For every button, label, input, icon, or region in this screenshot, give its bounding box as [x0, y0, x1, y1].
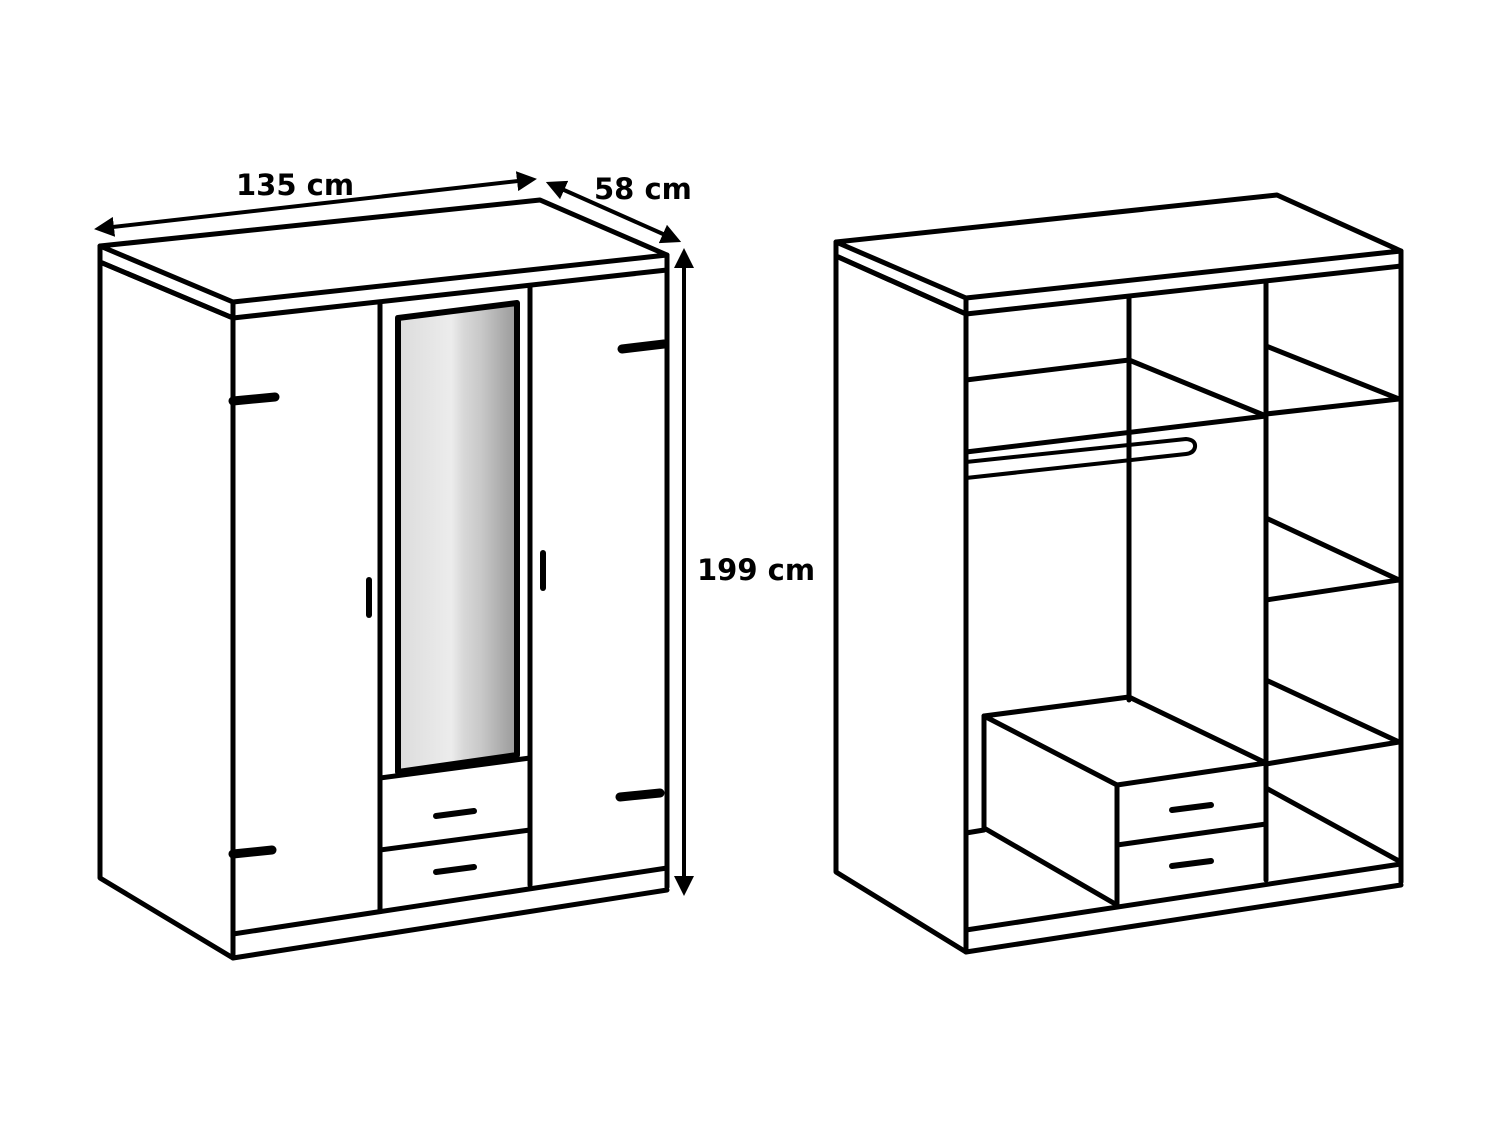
drawer-handle — [1169, 858, 1214, 869]
drawer-handle — [433, 864, 477, 875]
internal-drawer-unit — [963, 694, 1269, 908]
width-label: 135 cm — [236, 168, 355, 202]
closed-wardrobe — [97, 197, 670, 961]
open-wardrobe — [833, 192, 1404, 955]
hinge-icon — [615, 788, 665, 802]
hinge-icon — [617, 339, 669, 354]
closed-drawers — [377, 808, 533, 875]
width-dimension-arrow — [94, 171, 537, 237]
mirror-door — [377, 300, 533, 781]
hinge-icon — [228, 845, 277, 859]
drawer-handle — [1169, 802, 1214, 813]
drawer-handle — [433, 808, 477, 819]
upper-shelf — [963, 357, 1269, 455]
height-label: 199 cm — [697, 553, 816, 587]
hanging-rail — [964, 437, 1198, 480]
depth-dimension-arrow — [545, 180, 682, 244]
open-left-side-panel — [833, 253, 969, 955]
depth-label: 58 cm — [594, 172, 692, 206]
front-frame — [230, 267, 670, 961]
hinge-icon — [228, 392, 280, 406]
right-column-shelves — [1263, 343, 1402, 864]
left-side-panel — [97, 259, 236, 961]
